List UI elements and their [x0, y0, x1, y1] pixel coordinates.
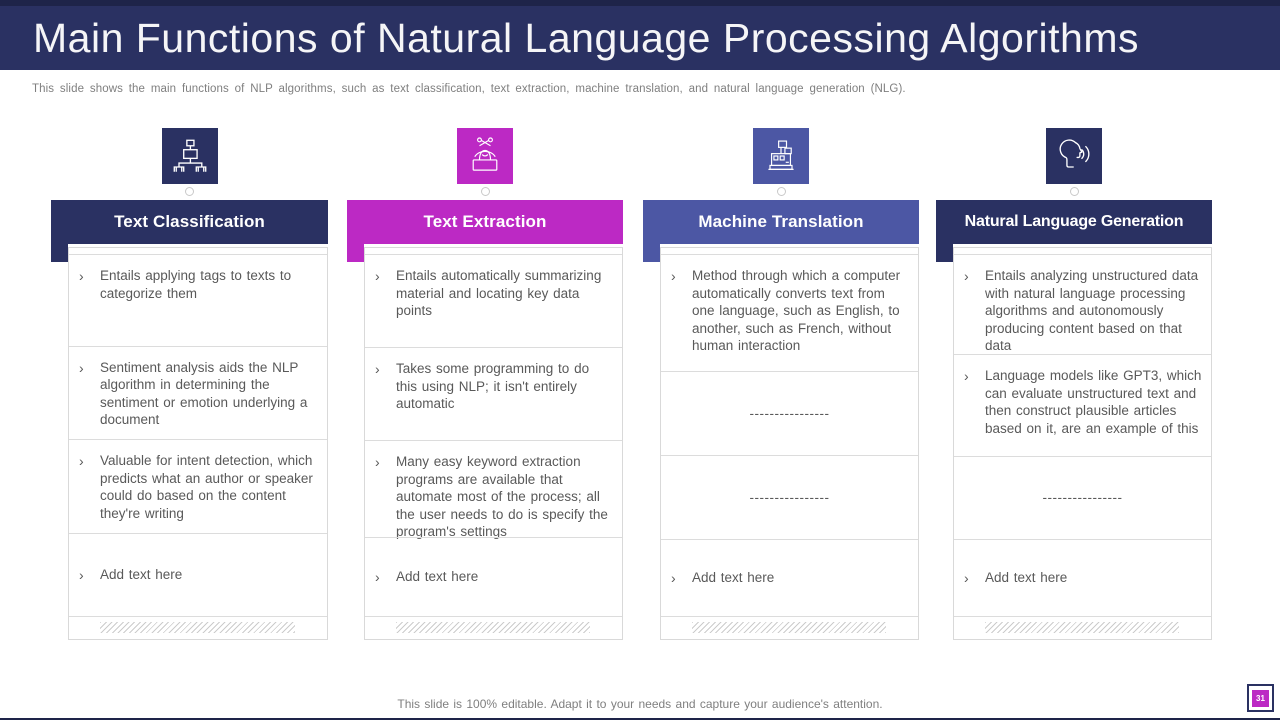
list-item: › Language models like GPT3, which can e… — [954, 354, 1211, 456]
bullet-icon: › — [79, 359, 84, 376]
dashes-text: ---------------- — [749, 405, 830, 421]
bullet-icon: › — [964, 368, 969, 384]
list-item-text: Valuable for intent detection, which pre… — [100, 453, 313, 521]
list-item: › Valuable for intent detection, which p… — [69, 439, 327, 533]
hatch-pattern — [396, 622, 590, 633]
placeholder-text: Add text here — [100, 566, 183, 582]
placeholder-text: Add text here — [396, 569, 479, 585]
connector-circle — [1069, 187, 1079, 196]
ribbon-flap — [643, 244, 660, 262]
hatch-pattern — [985, 622, 1179, 633]
column-header-label: Machine Translation — [698, 212, 864, 231]
bullet-icon: › — [79, 566, 84, 583]
list-item-text: Many easy keyword extraction programs ar… — [396, 453, 608, 540]
column-text-extraction: Text Extraction › Entails automatically … — [347, 128, 623, 648]
bullet-icon: › — [375, 568, 380, 585]
column-card: › Entails applying tags to texts to cate… — [68, 247, 328, 640]
column-machine-translation: Machine Translation › Method through whi… — [643, 128, 919, 648]
column-header: Machine Translation — [643, 200, 919, 262]
connector-circle — [776, 187, 786, 196]
speaking-head-icon — [1046, 128, 1102, 184]
column-header-label: Text Classification — [114, 212, 265, 231]
list-item: › Takes some programming to do this usin… — [365, 346, 622, 440]
column-card: › Method through which a computer automa… — [660, 247, 919, 640]
list-item-text: Entails analyzing unstructured data with… — [985, 268, 1199, 354]
list-item-text: Takes some programming to do this using … — [396, 360, 590, 412]
list-item: › Entails applying tags to texts to cate… — [69, 254, 327, 346]
list-item-text: Method through which a computer automati… — [692, 268, 901, 354]
bullet-icon: › — [375, 268, 380, 284]
list-item-text: Entails applying tags to texts to catego… — [100, 268, 292, 301]
ribbon-flap — [347, 244, 364, 262]
bullet-icon: › — [375, 360, 380, 377]
bullet-icon: › — [79, 268, 84, 284]
add-text-placeholder[interactable]: › Add text here — [954, 539, 1211, 616]
slide-top-edge — [0, 0, 1280, 6]
column-text-classification: Text Classification › Entails applying t… — [51, 128, 328, 648]
column-card: › Entails analyzing unstructured data wi… — [953, 247, 1212, 640]
empty-placeholder-row[interactable]: ---------------- — [661, 454, 918, 539]
bullet-icon: › — [671, 569, 676, 586]
hatch-pattern — [100, 622, 295, 633]
ribbon-flap — [51, 244, 68, 262]
column-header: Text Extraction — [347, 200, 623, 262]
list-item: › Method through which a computer automa… — [661, 254, 918, 371]
bullet-icon: › — [375, 453, 380, 470]
connector-circle — [185, 187, 194, 196]
list-item-text: Entails automatically summarizing materi… — [396, 268, 602, 319]
hierarchy-icon — [161, 128, 218, 184]
column-card: › Entails automatically summarizing mate… — [364, 247, 623, 640]
hatch-pattern — [692, 622, 886, 634]
list-item: › Entails analyzing unstructured data wi… — [954, 254, 1211, 354]
page-number-badge: 31 — [1247, 684, 1274, 712]
placeholder-text: Add text here — [985, 570, 1068, 586]
page-number: 31 — [1252, 689, 1269, 707]
column-header: Text Classification — [51, 200, 328, 262]
list-item: › Entails automatically summarizing mate… — [365, 254, 622, 347]
tooth-extraction-icon — [457, 128, 513, 184]
column-natural-language-generation: Natural Language Generation › Entails an… — [936, 128, 1212, 648]
list-item-text: Language models like GPT3, which can eva… — [985, 368, 1202, 436]
connector-circle — [480, 187, 490, 196]
slide-title-bar: Main Functions of Natural Language Proce… — [0, 6, 1280, 70]
empty-placeholder-row[interactable]: ---------------- — [661, 370, 918, 455]
card-footer-decoration — [661, 616, 918, 639]
page-title: Main Functions of Natural Language Proce… — [33, 14, 1139, 61]
dashes-text: ---------------- — [749, 489, 830, 505]
footer-note: This slide is 100% editable. Adapt it to… — [397, 697, 883, 711]
empty-placeholder-row[interactable]: ---------------- — [954, 455, 1211, 540]
translation-machine-icon — [753, 128, 809, 184]
bullet-icon: › — [671, 268, 676, 284]
ribbon-flap — [936, 244, 953, 262]
list-item-text: Sentiment analysis aids the NLP algorith… — [100, 359, 308, 428]
card-footer-decoration — [69, 616, 327, 639]
placeholder-text: Add text here — [692, 570, 775, 586]
bullet-icon: › — [964, 570, 969, 586]
dashes-text: ---------------- — [1042, 490, 1123, 506]
list-item: › Sentiment analysis aids the NLP algori… — [69, 345, 327, 440]
add-text-placeholder[interactable]: › Add text here — [69, 532, 327, 616]
column-header-label: Natural Language Generation — [964, 213, 1184, 230]
add-text-placeholder[interactable]: › Add text here — [661, 538, 918, 616]
bullet-icon: › — [79, 453, 84, 470]
column-header-label: Text Extraction — [423, 212, 547, 231]
card-footer-decoration — [365, 616, 622, 639]
card-footer-decoration — [954, 616, 1211, 639]
add-text-placeholder[interactable]: › Add text here — [365, 536, 622, 616]
column-header: Natural Language Generation — [936, 200, 1212, 262]
list-item: › Many easy keyword extraction programs … — [365, 439, 622, 539]
slide-bottom-edge — [0, 718, 1280, 720]
bullet-icon: › — [964, 268, 969, 284]
slide-subtitle: This slide shows the main functions of N… — [32, 83, 906, 95]
